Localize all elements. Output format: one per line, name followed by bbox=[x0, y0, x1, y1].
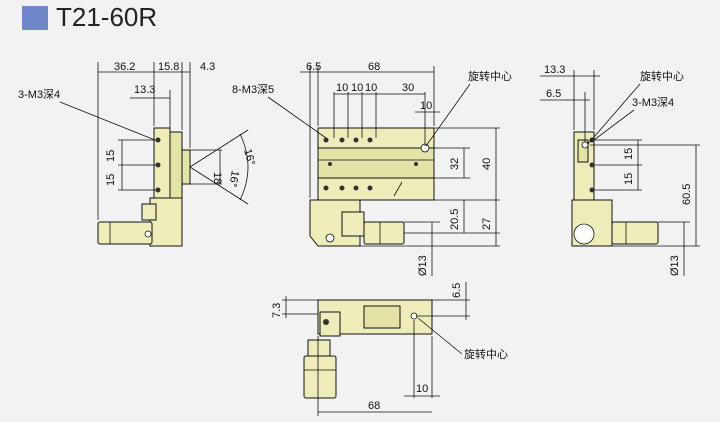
side-view-hole bbox=[155, 137, 161, 143]
front-view-center-label: 旋转中心 bbox=[468, 69, 512, 83]
side-view-dim-15-8: 15.8 bbox=[158, 61, 179, 73]
side-view-tilt-stage bbox=[181, 149, 191, 185]
front-view-dim-phi13: Ø13 bbox=[417, 255, 429, 276]
front-view-dim-pitch-1: 10 bbox=[336, 82, 348, 94]
right-view-center-label: 旋转中心 bbox=[640, 69, 684, 83]
top-view-dim-7-3: 7.3 bbox=[271, 303, 283, 318]
top-view-micrometer bbox=[303, 355, 337, 399]
top-view-center-label: 旋转中心 bbox=[464, 347, 508, 361]
side-view-angle-lower: 16° bbox=[226, 169, 241, 187]
title-marker bbox=[22, 6, 48, 30]
side-view-hole bbox=[155, 162, 161, 168]
front-view-dim-pitch-3: 10 bbox=[365, 82, 377, 94]
right-view-dim-6-5: 6.5 bbox=[546, 88, 561, 100]
top-view: 7.3 6.5 旋转中心 10 68 bbox=[271, 282, 508, 416]
front-view-dim-6-5: 6.5 bbox=[306, 61, 321, 73]
front-view-dim-30: 30 bbox=[402, 82, 414, 94]
front-view-dim-pitch-2: 10 bbox=[351, 82, 363, 94]
top-view-dim-68: 68 bbox=[368, 400, 380, 412]
side-view-micrometer bbox=[97, 221, 153, 245]
right-view-holes-label: 3-M3深4 bbox=[632, 96, 674, 109]
top-view-column bbox=[307, 339, 331, 357]
right-view: 13.3 6.5 旋转中心 3-M3深4 15 15 60.5 Ø13 bbox=[540, 64, 700, 276]
side-view-dim-13-3: 13.3 bbox=[134, 84, 155, 96]
side-view-dim-4-3: 4.3 bbox=[200, 61, 215, 73]
right-view-dim-15a: 15 bbox=[623, 148, 635, 160]
side-view-knob-block bbox=[141, 203, 157, 221]
right-view-tilt bbox=[577, 139, 589, 163]
side-view-dim-36-2: 36.2 bbox=[114, 61, 135, 73]
front-view-knob-block bbox=[341, 211, 365, 237]
side-view-dim-18: 18 bbox=[211, 172, 223, 184]
side-view-angle-upper: 16° bbox=[241, 148, 257, 167]
top-view-knob-block bbox=[319, 311, 341, 337]
top-view-slide bbox=[363, 305, 401, 329]
right-view-micrometer bbox=[611, 221, 659, 245]
front-view-dim-32: 32 bbox=[449, 158, 461, 170]
front-view-dim-20-5: 20.5 bbox=[449, 209, 461, 230]
right-view-dim-15b: 15 bbox=[623, 173, 635, 185]
front-view-holes-label: 8-M3深5 bbox=[232, 83, 274, 96]
side-view-dim-15b: 15 bbox=[105, 174, 117, 186]
side-view-dim-15a: 15 bbox=[105, 150, 117, 162]
front-view-holes bbox=[323, 137, 418, 191]
product-title: T21-60R bbox=[56, 2, 158, 32]
right-view-dim-phi13: Ø13 bbox=[669, 255, 681, 276]
right-view-hole bbox=[589, 162, 595, 168]
front-view-micrometer bbox=[363, 221, 405, 245]
front-view-dim-68: 68 bbox=[368, 61, 380, 73]
top-view-dim-6-5: 6.5 bbox=[451, 283, 463, 298]
front-view-dim-40: 40 bbox=[481, 158, 493, 170]
right-view-dim-60-5: 60.5 bbox=[681, 184, 693, 205]
right-view-knob bbox=[573, 223, 595, 245]
side-view-guide bbox=[169, 131, 183, 199]
side-view: 36.2 15.8 4.3 13.3 3-M3深4 15 15 18 16° 1… bbox=[18, 61, 257, 247]
front-view-dim-27: 27 bbox=[481, 218, 493, 230]
front-view-dim-10: 10 bbox=[420, 100, 432, 112]
right-view-hole bbox=[589, 187, 595, 193]
front-view: 6.5 68 10 10 10 30 10 8-M3深5 旋转中心 bbox=[232, 61, 512, 276]
right-view-dim-13-3: 13.3 bbox=[544, 64, 565, 76]
side-view-hole bbox=[155, 187, 161, 193]
side-view-holes-label: 3-M3深4 bbox=[18, 88, 60, 101]
top-view-dim-10: 10 bbox=[416, 383, 428, 395]
